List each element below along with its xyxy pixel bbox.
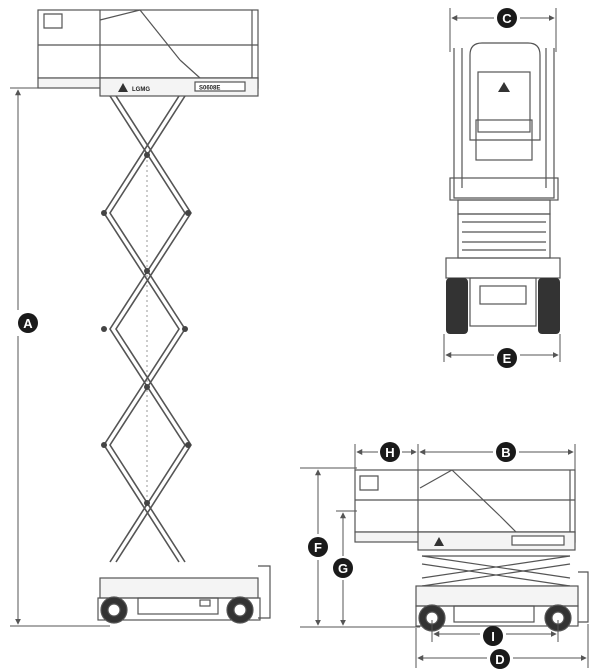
extended-lift-side-view: LGMG S0608E: [37, 9, 271, 624]
platform-deck: LGMG S0608E: [37, 77, 259, 97]
platform-guardrail: [37, 9, 259, 79]
dimension-E: [443, 334, 561, 362]
label-E-badge: E: [497, 348, 517, 368]
label-D: D: [495, 652, 504, 667]
label-F-badge: F: [308, 537, 328, 557]
label-A-badge: A: [18, 313, 38, 333]
stowed-scissors: [421, 555, 571, 587]
stowed-side-view: [354, 469, 589, 632]
dimension-A: [10, 87, 110, 627]
label-C: C: [502, 11, 512, 26]
wheels: [100, 596, 254, 624]
chassis: [97, 565, 271, 621]
dimension-G: [336, 510, 357, 626]
label-A: A: [23, 316, 33, 331]
scissor-pivots: [101, 152, 191, 506]
rear-view: [445, 42, 561, 334]
label-F: F: [314, 540, 322, 555]
dimension-H-B: [354, 444, 576, 470]
dimension-D: [415, 624, 589, 668]
dimension-I: [431, 620, 559, 642]
label-I-badge: I: [483, 626, 503, 646]
label-G-badge: G: [333, 558, 353, 578]
rear-view-tires: [446, 278, 560, 334]
model-text: S0608E: [199, 86, 220, 92]
label-C-badge: C: [497, 8, 517, 28]
dimension-F: [300, 467, 420, 628]
label-D-badge: D: [490, 649, 510, 669]
stowed-wheels: [418, 604, 572, 632]
label-E: E: [503, 351, 512, 366]
label-I: I: [491, 629, 495, 644]
dimension-C: [449, 8, 557, 52]
scissor-stack: [103, 95, 192, 563]
label-H: H: [385, 445, 394, 460]
label-B: B: [501, 445, 510, 460]
label-G: G: [338, 561, 348, 576]
label-B-badge: B: [496, 442, 516, 462]
label-H-badge: H: [380, 442, 400, 462]
logo-text: LGMG: [132, 87, 150, 93]
